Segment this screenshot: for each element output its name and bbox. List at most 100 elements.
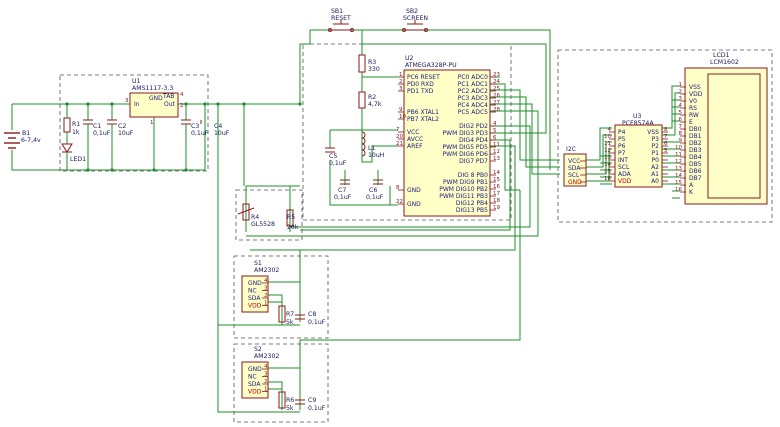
mcu-left-pin-number: 10 — [399, 114, 406, 120]
mcu-left-pin-name: AVCC — [407, 136, 423, 143]
u3-right-pin-number: 8 — [664, 127, 668, 133]
i2c-ref: I2C — [566, 146, 576, 153]
mcu-left-pin-name: PB6 XTAL1 — [407, 109, 439, 116]
mcu-right-pin-number: 19 — [493, 205, 500, 211]
capacitor-c3 — [181, 104, 191, 170]
capacitor-c6 — [373, 179, 383, 185]
s1-pin-name: SDA — [248, 295, 261, 302]
mcu-right-pin-number: 25 — [493, 86, 500, 92]
lcd-pin-name: DB0 — [689, 126, 702, 133]
s1-pin-number: 3 — [264, 286, 268, 292]
capacitor-c2 — [107, 104, 117, 170]
mcu-right-pin-number: 17 — [493, 191, 500, 197]
u3-left-pin-name: P4 — [618, 129, 626, 136]
s1-pin-number: 4 — [264, 278, 268, 284]
u2-ref: U2 — [405, 55, 414, 62]
u1-pinnum-tab: 4 — [180, 92, 184, 98]
lcd-pin-number: 12 — [675, 159, 682, 165]
lcd-pin-number: 16 — [675, 187, 682, 193]
i2c-pin: SDA — [568, 165, 586, 172]
c2-ref: C2 — [118, 123, 126, 130]
r3-value: 330 — [368, 66, 380, 73]
c9-value: 0,1uF — [308, 405, 326, 412]
u3-left-pin-number: 4 — [608, 127, 612, 133]
c3-ref: C3 — [191, 123, 199, 130]
mcu-right-pin-number: 13 — [493, 156, 500, 162]
lcd-pin-number: 9 — [679, 138, 683, 144]
c6-value: 0,1uF — [366, 194, 384, 201]
i2c-pin: GND — [568, 179, 586, 186]
u3-right-pin-name: A2 — [651, 164, 659, 171]
c4-value: 10uF — [214, 130, 230, 137]
c7-value: 0,1uF — [334, 194, 352, 201]
mcu-left-pin-number: 20 — [396, 134, 403, 140]
mcu-right-pin-name: PC0 ADC0 — [458, 74, 488, 81]
mcu-left-pin-number: 2 — [399, 79, 403, 85]
lcd-screen — [707, 73, 761, 199]
mcu-left-pin-number: 9 — [399, 107, 403, 113]
lcd-pin-name: VSS — [689, 84, 701, 91]
mcu-left-pin-name: GND — [407, 201, 421, 208]
s2-body — [241, 361, 269, 399]
u3-left-pin: 4 P4 — [608, 127, 626, 136]
mcu-right-pin-name: PC5 ADC5 — [458, 109, 488, 116]
lcd-pin-number: 2 — [679, 89, 683, 95]
c2-value: 10uF — [118, 130, 134, 137]
i2c-pin-name: GND — [568, 179, 582, 186]
l1-ref: L1 — [368, 145, 375, 152]
s1-pin-name: VDD — [248, 303, 262, 310]
led1-ref: LED1 — [70, 156, 86, 163]
lcd-pin-name: DB7 — [689, 175, 702, 182]
mcu-right-pin-number: 15 — [493, 177, 500, 183]
lcd-pin-name: V0 — [689, 98, 697, 105]
i2c-pin-name: SCL — [568, 172, 580, 179]
u3-right-pin-name: P3 — [652, 136, 660, 143]
u3-right-pin-name: VSS — [647, 129, 659, 136]
u3-right-pin-name: P1 — [652, 150, 660, 157]
resistor-r7 — [278, 305, 286, 323]
lcd-name: LCM1602 — [710, 59, 739, 66]
mcu-right-pin-name: PWM DIG5 PD5 — [443, 144, 489, 151]
sensor1-block-frame — [233, 255, 329, 339]
u1-pin-out: Out — [164, 101, 176, 108]
c5-value: 0,1uF — [329, 160, 347, 167]
s2-pin-name: NC — [248, 374, 257, 381]
u3-right-pin: 8 VSS — [647, 127, 668, 136]
mcu-right-pin: 19 DIG13 PB5 — [456, 205, 501, 214]
r5-value: 20k — [287, 224, 299, 231]
u3-right-pin: A1 — [651, 171, 668, 178]
mcu-right-pin-number: 11 — [493, 142, 500, 148]
lcd-pin-number: 7 — [679, 124, 683, 130]
mcu-right-pin-name: DIG4 PD4 — [459, 137, 488, 144]
u3-right-pin-name: A1 — [651, 171, 659, 178]
lcd-pin-number: 15 — [675, 180, 682, 186]
mcu-right-pin-name: PWM DIG10 PB2 — [439, 186, 488, 193]
mcu-right-pin-name: PC2 ADC2 — [458, 88, 488, 95]
c6-ref: C6 — [369, 187, 377, 194]
wires — [11, 29, 680, 413]
mcu-right-pin-name: DIG13 PB5 — [456, 207, 488, 214]
mcu-right-pin-name: PWM DIG3 PD3 — [443, 130, 489, 137]
mcu-right-pin-name: PWM DIG9 PB1 — [443, 179, 488, 186]
s2-ref: S2 — [254, 346, 262, 353]
mcu-right-pin-name: PC3 ADC3 — [458, 95, 488, 102]
u3-left-pin-number: 12 — [604, 148, 611, 154]
